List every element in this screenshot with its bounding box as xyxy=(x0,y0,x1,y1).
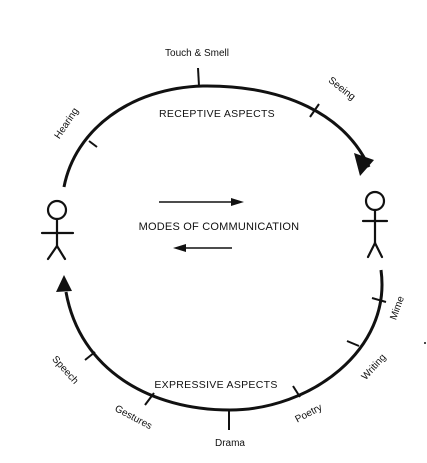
mode-label-poetry: Poetry xyxy=(293,402,324,425)
poetry-tick xyxy=(292,385,301,398)
mode-label-speech: Speech xyxy=(49,354,80,387)
expressive-arc xyxy=(64,269,384,412)
mode-label-hearing: Hearing xyxy=(53,106,82,141)
mode-label-drama: Drama xyxy=(215,438,245,449)
receptive-aspects-label: RECEPTIVE ASPECTS xyxy=(159,108,275,120)
receptive-arc xyxy=(62,84,371,188)
gestures-tick xyxy=(144,392,155,406)
expressive-aspects-label: EXPRESSIVE ASPECTS xyxy=(154,379,277,391)
speech-tick xyxy=(84,351,96,361)
mode-label-seeing: Seeing xyxy=(326,75,357,103)
mode-label-touch-smell: Touch & Smell xyxy=(165,48,229,59)
hearing-tick xyxy=(88,140,98,148)
right-arrow xyxy=(159,198,244,206)
mime-tick xyxy=(371,297,387,303)
left-stick-figure xyxy=(40,199,75,261)
left-arrow xyxy=(173,244,232,252)
seeing-tick xyxy=(309,103,320,118)
receptive-arrowhead xyxy=(354,153,374,176)
expressive-arrowhead xyxy=(56,275,72,292)
mode-label-mime: Mime xyxy=(388,294,407,321)
mode-label-gestures: Gestures xyxy=(113,403,154,432)
writing-tick xyxy=(346,340,360,347)
right-stick-figure xyxy=(361,190,389,259)
margin-dot xyxy=(424,342,426,344)
touch-smell-tick xyxy=(197,67,200,87)
mode-label-writing: Writing xyxy=(360,352,389,382)
modes-of-communication-title: MODES OF COMMUNICATION xyxy=(139,221,300,233)
